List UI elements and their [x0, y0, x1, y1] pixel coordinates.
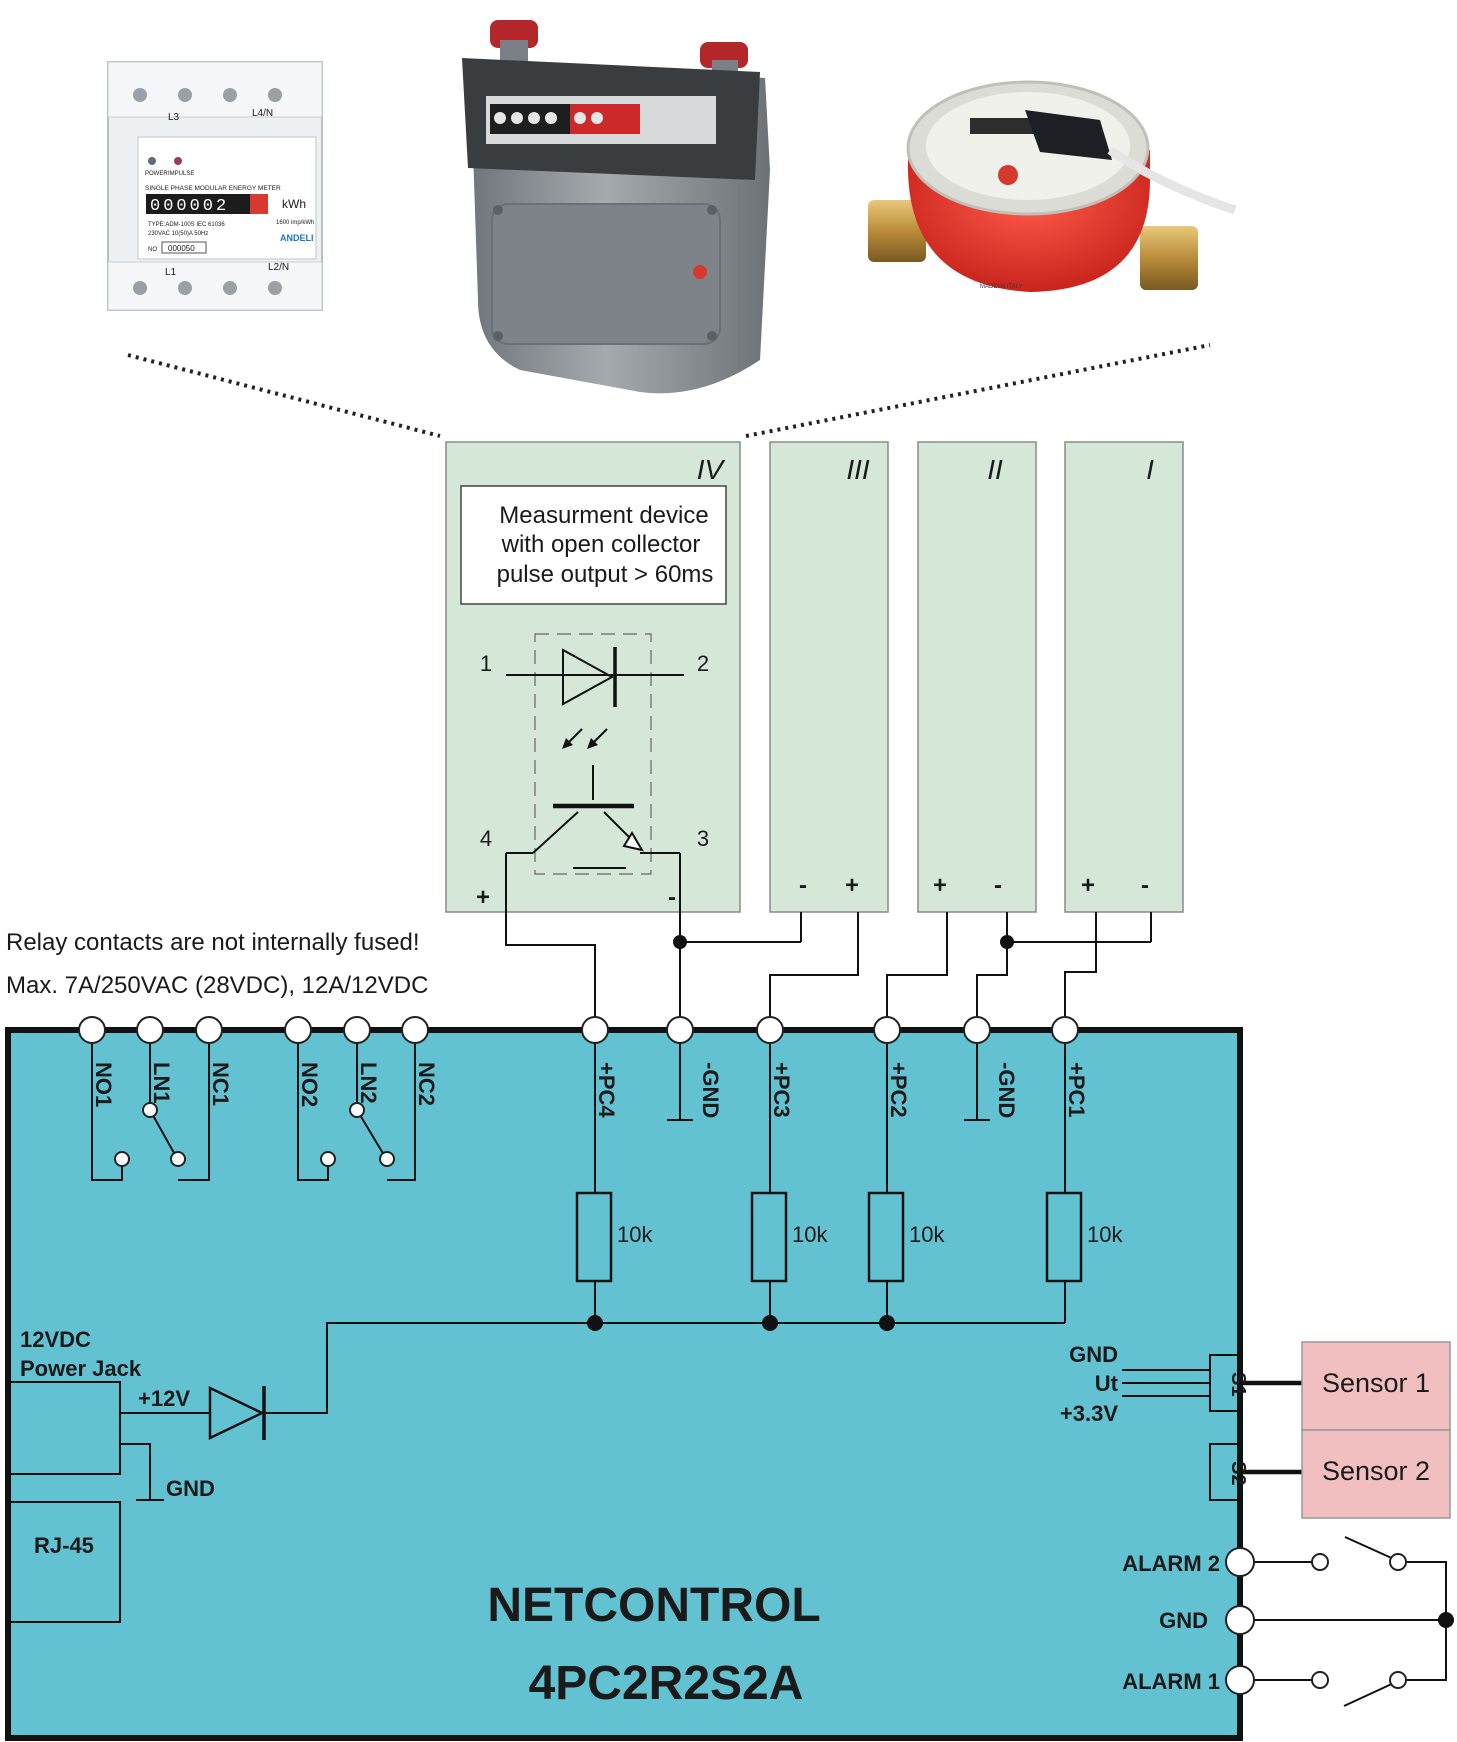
bus-junction-pc2: [879, 1315, 895, 1331]
junction-dot-gnd-right: [1000, 935, 1014, 949]
col3-minus: -: [799, 872, 807, 899]
measurement-line3: pulse output > 60ms: [497, 561, 714, 588]
power-jack-line2: Power Jack: [20, 1356, 142, 1381]
resistor-pc4-label: 10k: [617, 1222, 653, 1247]
alarm2-label: ALARM 2: [1122, 1551, 1220, 1576]
resistor-pc1-label: 10k: [1087, 1222, 1123, 1247]
plus12v-label: +12V: [138, 1386, 190, 1411]
meter-l4n-label: L4/N: [252, 108, 273, 119]
terminal-label-gnd-left: -GND: [698, 1062, 723, 1118]
terminal-label-pc1: +PC1: [1064, 1062, 1089, 1118]
resistor-pc2-label: 10k: [909, 1222, 945, 1247]
junction-dot-gnd-left: [673, 935, 687, 949]
water-made-in: MADE IN ITALY: [980, 284, 1022, 290]
terminal-label-ln2: LN2: [356, 1062, 381, 1104]
device-column-i: [1064, 441, 1184, 913]
meter-imp: 1600 imp/kWh: [276, 220, 314, 226]
sensor-2-label: Sensor 2: [1322, 1456, 1430, 1486]
measurement-line1: Measurment device: [499, 502, 708, 529]
meter-spec2: 230VAC 10(50)A 50Hz: [148, 231, 208, 237]
meter-power-label: POWER: [145, 171, 168, 177]
terminal-label-pc3: +PC3: [769, 1062, 794, 1118]
s2-label: S2: [1227, 1461, 1249, 1485]
col2-plus: +: [933, 872, 947, 899]
terminal-label-no2: NO2: [297, 1062, 322, 1107]
terminal-label-no1: NO1: [91, 1062, 116, 1107]
opto-pin-1: 1: [480, 651, 492, 676]
power-jack-box: [7, 1381, 121, 1475]
terminal-label-ln1: LN1: [149, 1062, 174, 1104]
alarm-inputs: [1225, 1536, 1454, 1707]
col4-plus: +: [476, 884, 490, 911]
relay-note-line2: Max. 7A/250VAC (28VDC), 12A/12VDC: [6, 972, 428, 999]
relay-note-line1: Relay contacts are not internally fused!: [6, 929, 420, 956]
opto-pin-2: 2: [697, 651, 709, 676]
terminal-label-nc1: NC1: [208, 1062, 233, 1106]
sensor-2-box: [1301, 1429, 1451, 1519]
measurement-description-box: [460, 485, 727, 605]
column-label-ii: II: [987, 454, 1003, 485]
meter-title: SINGLE PHASE MODULAR ENERGY METER: [145, 185, 281, 192]
sensor-1-label: Sensor 1: [1322, 1368, 1430, 1398]
column-label-iii: III: [846, 454, 870, 485]
sensor-3v3-label: +3.3V: [1060, 1401, 1118, 1426]
bus-junction-pc3: [762, 1315, 778, 1331]
electric-meter-picture: L3 L4/N POWER IMPULSE SINGLE PHASE MODUL…: [107, 61, 323, 311]
device-column-ii: [917, 441, 1037, 913]
opto-pin-4: 4: [480, 826, 492, 851]
col1-plus: +: [1081, 872, 1095, 899]
col1-minus: -: [1141, 872, 1149, 899]
water-meter-picture: MADE IN ITALY: [868, 80, 1237, 292]
power-jack-line1: 12VDC: [20, 1327, 91, 1352]
meter-digits: 000002: [150, 197, 229, 216]
optocoupler-symbol: [506, 633, 684, 875]
col2-minus: -: [994, 872, 1002, 899]
pointer-line-left: [127, 353, 441, 438]
meter-brand: ANDELI: [280, 233, 314, 243]
rj45-label: RJ-45: [34, 1533, 94, 1558]
meter-impulse-label: IMPULSE: [168, 171, 194, 177]
terminal-label-pc4: +PC4: [594, 1062, 619, 1118]
opto-pin-3: 3: [697, 826, 709, 851]
meter-serial: 000050: [168, 244, 195, 253]
sensor-gnd-label: GND: [1069, 1342, 1118, 1367]
meter-spec1: TYPE:ADM-100S IEC 61036: [148, 222, 225, 228]
power-diode: [120, 1386, 327, 1501]
sensor-port: [1122, 1354, 1302, 1501]
relay-contacts: [91, 1030, 416, 1181]
column-label-iv: IV: [697, 454, 726, 485]
meter-l3-label: L3: [168, 112, 180, 123]
top-terminals: [78, 1016, 1079, 1044]
meter-unit: kWh: [282, 197, 306, 211]
pointer-line-right: [745, 343, 1211, 438]
gas-meter-picture: [462, 20, 770, 394]
col3-plus: +: [845, 872, 859, 899]
device-column-iii: [769, 441, 889, 913]
sensor-ut-label: Ut: [1095, 1371, 1119, 1396]
column-label-i: I: [1146, 454, 1154, 485]
terminal-label-gnd-right: -GND: [994, 1062, 1019, 1118]
meter-l2n-label: L2/N: [268, 262, 289, 273]
col4-minus: -: [668, 884, 676, 911]
alarm-gnd-label: GND: [1159, 1608, 1208, 1633]
rj45-port: [7, 1501, 121, 1623]
device-name: NETCONTROL: [487, 1579, 820, 1632]
device-model: 4PC2R2S2A: [529, 1657, 804, 1710]
terminal-label-pc2: +PC2: [886, 1062, 911, 1118]
sensor-1-box: [1301, 1341, 1451, 1431]
ground-symbols: [667, 1043, 990, 1121]
resistor-pc3-label: 10k: [792, 1222, 828, 1247]
measurement-line2: with open collector: [501, 531, 701, 558]
s1-label: S1: [1227, 1372, 1249, 1396]
meter-l1-label: L1: [165, 267, 177, 278]
terminal-label-nc2: NC2: [414, 1062, 439, 1106]
alarm1-label: ALARM 1: [1122, 1669, 1220, 1694]
power-gnd-label: GND: [166, 1476, 215, 1501]
bus-junction-pc4: [587, 1315, 603, 1331]
meter-no-label: NO: [148, 247, 157, 253]
